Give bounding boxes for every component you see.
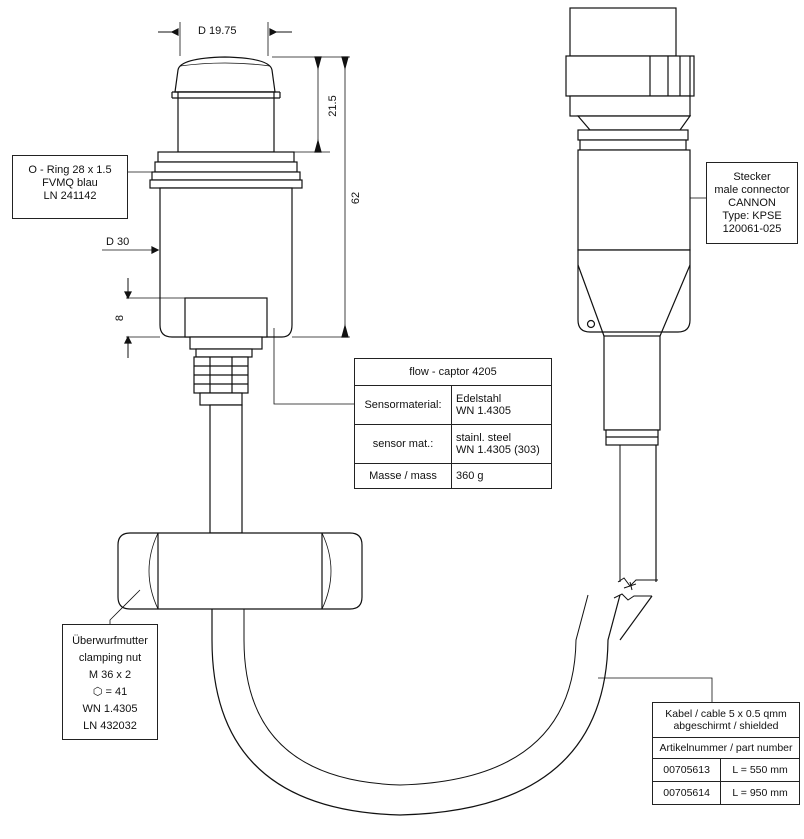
dim-top-diameter: D 19.75	[198, 25, 237, 37]
part-length: L = 550 mm	[720, 758, 800, 782]
spec-label: Masse / mass	[354, 463, 452, 489]
o-ring-callout: O - Ring 28 x 1.5 FVMQ blau LN 241142	[12, 155, 128, 219]
sensor-tube	[209, 404, 243, 534]
part-number: 00705613	[651, 758, 722, 782]
spec-value-line: WN 1.4305	[456, 405, 512, 417]
connector-body	[577, 149, 691, 251]
spec-row: sensor mat.: stainl. steel WN 1.4305 (30…	[354, 424, 552, 464]
dim-body-diameter: D 30	[106, 236, 130, 248]
part-length: L = 950 mm	[720, 781, 800, 805]
connector-line-2: male connector	[714, 184, 790, 196]
o-ring-line-2: FVMQ blau	[42, 177, 98, 189]
dim-hex-height: 8	[114, 314, 126, 322]
connector-cone	[577, 249, 691, 333]
connector-line-1: Stecker	[733, 171, 771, 183]
spec-value-line: WN 1.4305 (303)	[456, 444, 540, 456]
nut-line-3: M 36 x 2	[88, 669, 132, 681]
spec-label: Sensormaterial:	[354, 385, 452, 425]
sensor-cap	[174, 56, 276, 93]
connector-line-5: 120061-025	[722, 223, 782, 235]
connector-line-3: CANNON	[728, 197, 776, 209]
nut-line-4: ⬡ = 41	[92, 686, 128, 698]
part-number: 00705614	[651, 781, 722, 805]
sensor-neck	[177, 91, 275, 153]
o-ring-line-3: LN 241142	[43, 190, 97, 202]
cable-header: Artikelnummer / part number	[652, 737, 800, 759]
spec-row: Masse / mass 360 g	[354, 463, 552, 489]
spec-value: stainl. steel WN 1.4305 (303)	[451, 424, 552, 464]
cable-desc: Kabel / cable 5 x 0.5 qmm abgeschirmt / …	[652, 702, 800, 738]
o-ring-groove	[157, 151, 295, 163]
dim-cap-height: 21.5	[327, 95, 339, 117]
spec-title: flow - captor 4205	[354, 358, 552, 386]
spec-value: Edelstahl WN 1.4305	[451, 385, 552, 425]
spec-value-line: Edelstahl	[456, 393, 502, 405]
cable-line-2: abgeschirmt / shielded	[673, 720, 779, 732]
nut-line-6: LN 432032	[83, 720, 137, 732]
nut-line-2: clamping nut	[78, 652, 142, 664]
connector-top	[569, 7, 677, 57]
part-row: 00705614 L = 950 mm	[651, 781, 800, 805]
connector-line-4: Type: KPSE	[722, 210, 782, 222]
nut-line-1: Überwurfmutter	[72, 635, 148, 647]
clamping-nut	[117, 532, 363, 610]
dim-total-height: 62	[350, 191, 362, 205]
connector-knurl	[565, 55, 695, 97]
part-row: 00705613 L = 550 mm	[651, 758, 800, 782]
sensor-hex-base	[184, 297, 268, 338]
spec-title-row: flow - captor 4205	[354, 358, 552, 386]
cable-header-row: Artikelnummer / part number	[652, 737, 800, 759]
spec-row: Sensormaterial: Edelstahl WN 1.4305	[354, 385, 552, 425]
cable-table: Kabel / cable 5 x 0.5 qmm abgeschirmt / …	[651, 702, 800, 805]
spec-value: 360 g	[451, 463, 552, 489]
cable-desc-row: Kabel / cable 5 x 0.5 qmm abgeschirmt / …	[652, 702, 800, 738]
spec-table: flow - captor 4205 Sensormaterial: Edels…	[354, 358, 552, 489]
cable-loop	[211, 594, 621, 816]
cable-line-1: Kabel / cable 5 x 0.5 qmm	[665, 708, 787, 720]
connector-callout: Stecker male connector CANNON Type: KPSE…	[706, 162, 798, 244]
o-ring-line-1: O - Ring 28 x 1.5	[28, 164, 112, 176]
clamping-nut-callout: Überwurfmutter clamping nut M 36 x 2 ⬡ =…	[62, 624, 158, 740]
spec-value-line: stainl. steel	[456, 432, 512, 444]
spec-label: sensor mat.:	[354, 424, 452, 464]
nut-line-5: WN 1.4305	[82, 703, 138, 715]
